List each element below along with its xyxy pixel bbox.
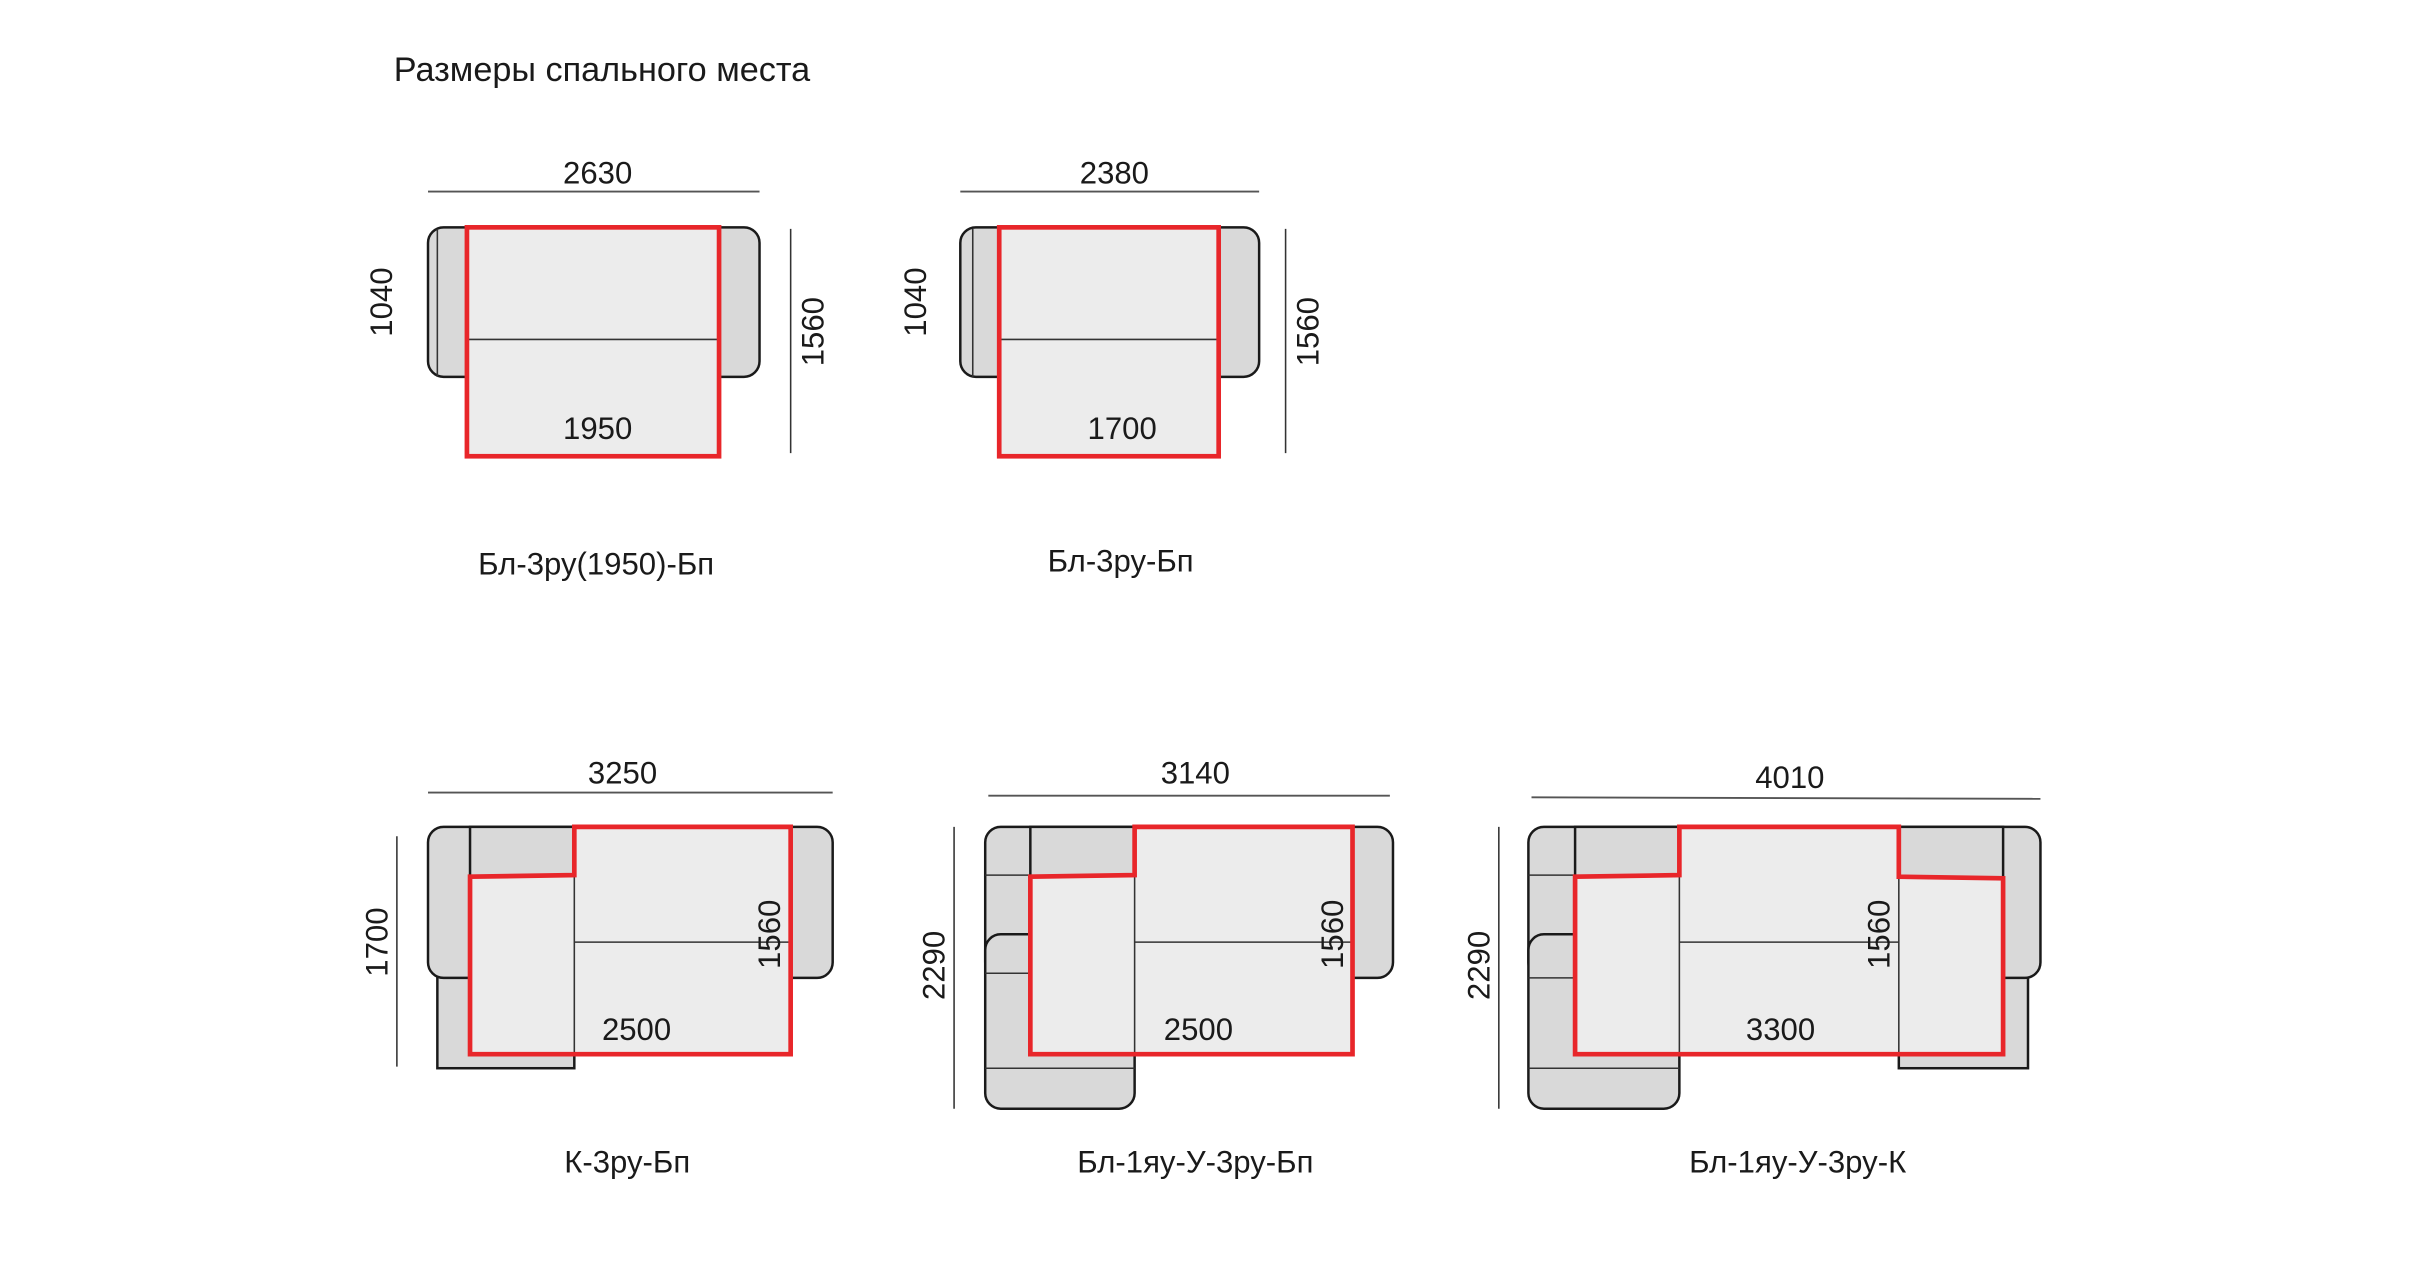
sleep-length-label: 1560: [1861, 900, 1896, 969]
sofa-back-cushion: [1029, 825, 1136, 878]
sofa-back-cushion: [468, 825, 576, 878]
width-dimension-line: [1531, 796, 2041, 800]
depth-label: 2290: [1461, 931, 1496, 1000]
sleeping-area: [998, 226, 1220, 458]
width-label: 3140: [1161, 755, 1230, 790]
diagram-bl-1yau-u-3ru-bp: 3140 2290 1560 2500 Бл-1яу-У-3ру-Бп: [917, 755, 1395, 1180]
model-name: Бл-1яу-У-3ру-К: [1689, 1145, 1906, 1180]
depth-label: 1700: [360, 907, 395, 976]
sleep-width-label: 1700: [1088, 411, 1157, 446]
depth-label: 1040: [364, 267, 399, 336]
sleeping-area-outline: [467, 824, 793, 1057]
sleep-length-label: 1560: [1315, 900, 1350, 969]
diagram-bl-3ru-bp: 2380 1040 1560 1700 Бл-3ру-Бп: [898, 156, 1325, 579]
sleep-width-label: 2500: [602, 1012, 671, 1047]
sleep-length-label: 1560: [752, 900, 787, 969]
model-name: Бл-3ру-Бп: [1048, 543, 1194, 578]
sleep-length-label: 1560: [795, 297, 830, 366]
sleep-width-label: 1950: [563, 411, 632, 446]
sleeping-area: [466, 226, 720, 458]
model-name: К-3ру-Бп: [564, 1145, 690, 1180]
sofa-back-cushion: [1897, 825, 2005, 880]
sleeping-area-outline: [1028, 824, 1355, 1057]
width-label: 4010: [1755, 760, 1824, 795]
diagram-bl-1yau-u-3ru-k: 4010 2290 1560 3300 Бл-1яу-У-3ру-К: [1461, 760, 2042, 1180]
sleeping-area-outline: [1572, 824, 2006, 1057]
diagram-k-3ru-bp: 3250 1700 1560 2500 К-3ру-Бп: [360, 755, 834, 1180]
page-title: Размеры спального места: [394, 51, 811, 89]
model-name: Бл-3ру(1950)-Бп: [478, 547, 714, 582]
width-label: 2630: [563, 156, 632, 191]
depth-label: 2290: [917, 931, 952, 1000]
sleep-width-label: 2500: [1164, 1012, 1233, 1047]
sofa-back-cushion: [1573, 825, 1681, 878]
sleep-width-label: 3300: [1746, 1012, 1815, 1047]
depth-label: 1040: [898, 267, 933, 336]
model-name: Бл-1яу-У-3ру-Бп: [1077, 1145, 1313, 1180]
width-label: 3250: [588, 755, 657, 790]
sleeping-area-outline: [996, 225, 1222, 459]
width-label: 2380: [1080, 156, 1149, 191]
sleep-length-label: 1560: [1290, 297, 1325, 366]
diagram-bl-3ru-1950-bp: 2630 1040 1560 1950 Бл-3ру(1950)-Бп: [364, 156, 830, 582]
sleeping-area-outline: [464, 225, 722, 459]
